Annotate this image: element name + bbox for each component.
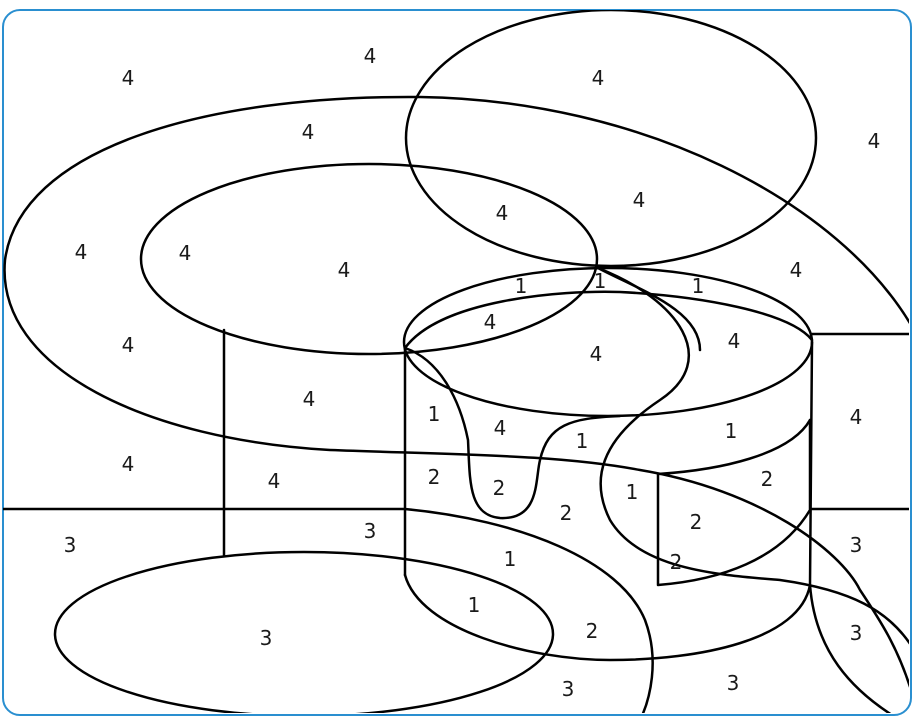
bottom-ellipse bbox=[53, 550, 555, 713]
drip-shape bbox=[403, 346, 622, 520]
cylinder-bottom bbox=[403, 573, 812, 662]
ribbon-upper bbox=[596, 266, 702, 352]
right-bottom-curve bbox=[808, 583, 902, 713]
right-panel-top bbox=[656, 418, 812, 476]
region-label: 4 bbox=[364, 44, 377, 68]
inner-ellipse bbox=[139, 162, 599, 356]
region-label: 1 bbox=[692, 274, 705, 298]
region-label: 4 bbox=[302, 120, 315, 144]
region-label: 4 bbox=[494, 416, 507, 440]
region-label: 1 bbox=[725, 419, 738, 443]
region-label: 1 bbox=[468, 593, 481, 617]
puzzle-frame bbox=[2, 9, 912, 716]
region-label: 1 bbox=[626, 480, 639, 504]
cylinder-top bbox=[402, 266, 814, 418]
region-label: 3 bbox=[850, 621, 863, 645]
region-label: 3 bbox=[562, 677, 575, 701]
top-ellipse bbox=[404, 10, 818, 268]
region-label: 4 bbox=[75, 240, 88, 264]
region-label: 4 bbox=[122, 66, 135, 90]
region-label: 4 bbox=[268, 469, 281, 493]
region-label: 3 bbox=[64, 533, 77, 557]
region-label: 1 bbox=[515, 274, 528, 298]
region-label: 3 bbox=[364, 519, 377, 543]
region-label: 4 bbox=[179, 241, 192, 265]
right-panel bbox=[656, 418, 812, 587]
region-label: 4 bbox=[790, 258, 803, 282]
region-label: 1 bbox=[594, 269, 607, 293]
region-label: 4 bbox=[122, 333, 135, 357]
region-label: 4 bbox=[484, 310, 497, 334]
region-label: 4 bbox=[633, 188, 646, 212]
region-label: 4 bbox=[850, 405, 863, 429]
region-label: 3 bbox=[727, 671, 740, 695]
cylinder-inner-rim bbox=[403, 290, 814, 350]
region-label: 1 bbox=[428, 402, 441, 426]
region-label: 1 bbox=[504, 547, 517, 571]
region-label: 2 bbox=[690, 510, 703, 534]
region-label: 4 bbox=[592, 66, 605, 90]
region-label: 3 bbox=[850, 533, 863, 557]
region-label: 4 bbox=[303, 387, 316, 411]
large-swoosh bbox=[3, 95, 909, 702]
region-label: 2 bbox=[493, 476, 506, 500]
region-label: 3 bbox=[260, 626, 273, 650]
region-label: 4 bbox=[496, 201, 509, 225]
region-label: 2 bbox=[560, 501, 573, 525]
region-label: 2 bbox=[670, 550, 683, 574]
region-label: 2 bbox=[761, 467, 774, 491]
region-label: 2 bbox=[428, 465, 441, 489]
region-label: 4 bbox=[868, 129, 881, 153]
region-labels: 4 4 4 4 4 4 4 4 4 4 4 4 4 4 4 4 4 4 4 4 … bbox=[64, 44, 881, 701]
ribbon-curve bbox=[596, 266, 909, 652]
region-label: 4 bbox=[590, 342, 603, 366]
region-label: 4 bbox=[338, 258, 351, 282]
region-label: 1 bbox=[576, 429, 589, 453]
swoosh-lower bbox=[403, 507, 654, 713]
region-label: 2 bbox=[586, 619, 599, 643]
region-label: 4 bbox=[122, 452, 135, 476]
region-label: 4 bbox=[728, 329, 741, 353]
